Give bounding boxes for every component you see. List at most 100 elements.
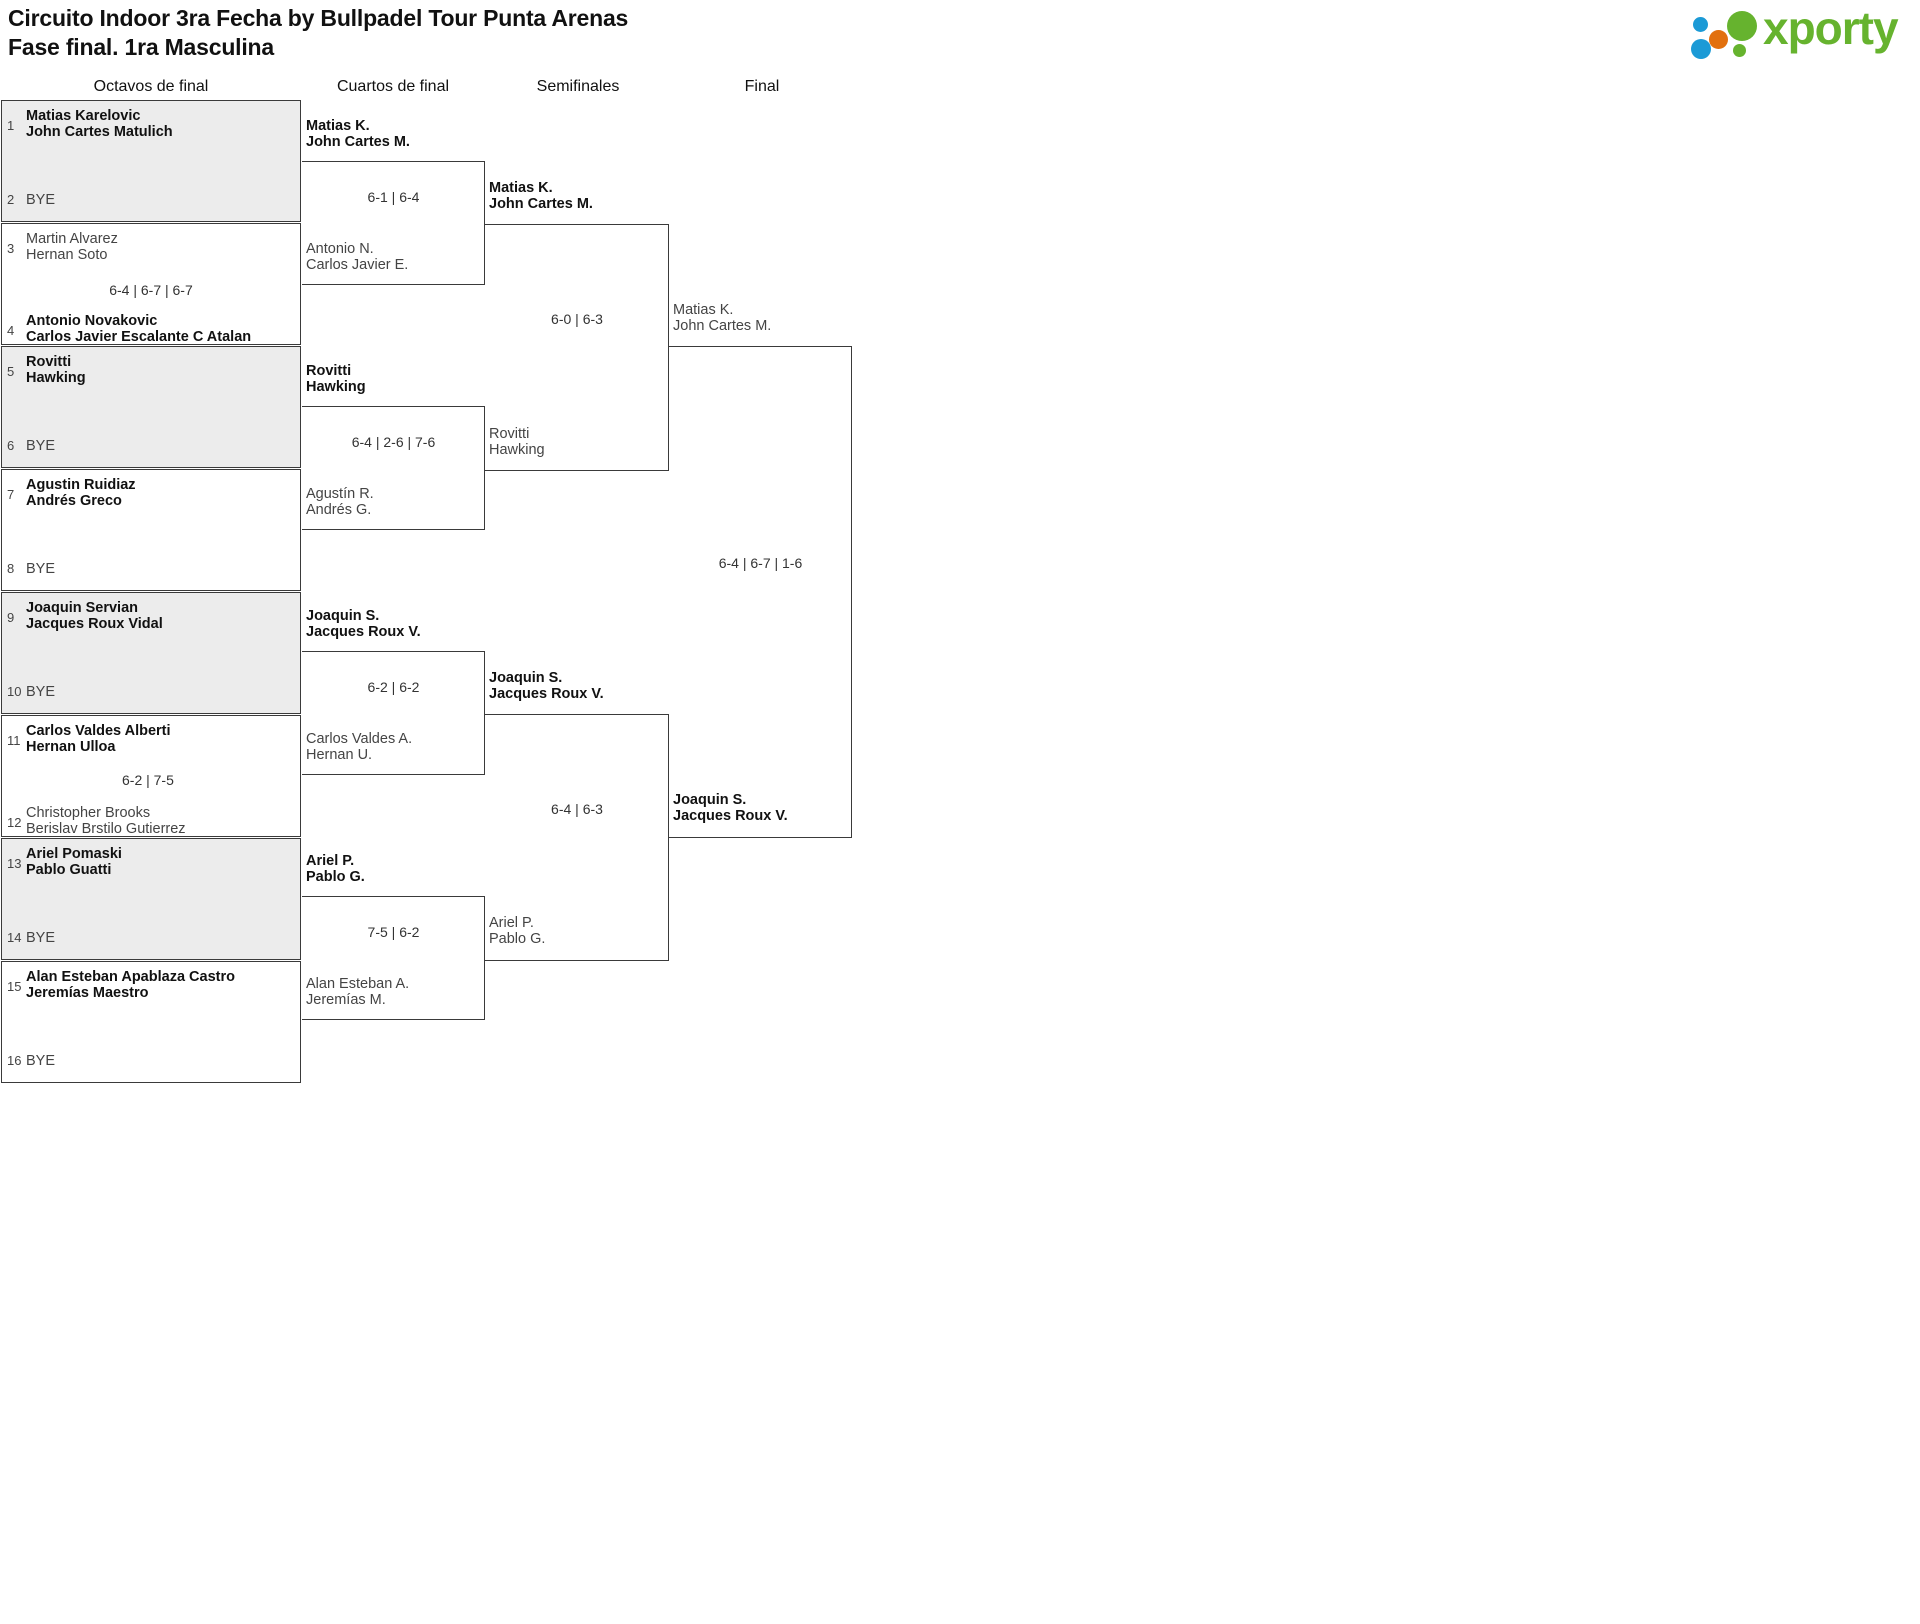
- r2-match-4-bottom-team: Alan Esteban A. Jeremías M.: [306, 976, 410, 1008]
- team-names: Rovitti Hawking: [26, 354, 86, 386]
- r3-match-1-connector: [485, 224, 669, 471]
- team-names: Joaquin Servian Jacques Roux Vidal: [26, 600, 163, 632]
- r1-match-4[interactable]: 7 Agustin Ruidiaz Andrés Greco 8 BYE: [1, 469, 301, 591]
- r4-match-1-top-team: Matias K. John Cartes M.: [673, 302, 772, 334]
- r1-match-6-score: 6-2 | 7-5: [122, 772, 174, 788]
- team-names: Martin Alvarez Hernan Soto: [26, 231, 118, 263]
- r2-match-4-score: 7-5 | 6-2: [367, 924, 420, 940]
- r1-match-6[interactable]: 11 Carlos Valdes Alberti Hernan Ulloa 6-…: [1, 715, 301, 837]
- r1-match-2-score: 6-4 | 6-7 | 6-7: [109, 282, 193, 298]
- r1-match-2-top-slot[interactable]: 3 Martin Alvarez Hernan Soto: [2, 230, 300, 270]
- team-names: Matias Karelovic John Cartes Matulich: [26, 108, 173, 140]
- team-names: Antonio Novakovic Carlos Javier Escalant…: [26, 313, 252, 345]
- r2-match-1-bottom-team: Antonio N. Carlos Javier E.: [306, 241, 409, 273]
- r3-match-2-score: 6-4 | 6-3: [551, 801, 603, 817]
- seed-number: 3: [7, 241, 15, 256]
- r1-match-8[interactable]: 15 Alan Esteban Apablaza Castro Jeremías…: [1, 961, 301, 1083]
- r3-match-2-top-team: Joaquin S. Jacques Roux V.: [489, 670, 604, 702]
- seed-number: 13: [7, 856, 22, 871]
- r1-match-4-bottom-slot[interactable]: 8 BYE: [2, 550, 300, 590]
- seed-number: 1: [7, 118, 15, 133]
- logo-dot-blue-small-icon: [1693, 17, 1708, 32]
- r1-match-2[interactable]: 3 Martin Alvarez Hernan Soto 6-4 | 6-7 |…: [1, 223, 301, 345]
- xporty-logo: xporty: [1683, 2, 1908, 59]
- team-names: Christopher Brooks Berislav Brstilo Guti…: [26, 805, 186, 837]
- r1-match-1-top-slot[interactable]: 1 Matias Karelovic John Cartes Matulich: [2, 107, 300, 147]
- logo-dot-green-large-icon: [1727, 11, 1757, 41]
- r2-match-1-connector: [302, 161, 485, 285]
- r2-match-3-top-team: Joaquin S. Jacques Roux V.: [306, 608, 421, 640]
- r3-match-2-bottom-team: Ariel P. Pablo G.: [489, 915, 546, 947]
- seed-number: 5: [7, 364, 15, 379]
- r1-match-7-top-slot[interactable]: 13 Ariel Pomaski Pablo Guatti: [2, 845, 300, 885]
- r1-match-8-top-slot[interactable]: 15 Alan Esteban Apablaza Castro Jeremías…: [2, 968, 300, 1008]
- logo-dot-blue-large-icon: [1691, 39, 1711, 59]
- seed-number: 10: [7, 684, 22, 699]
- r2-match-2-top-team: Rovitti Hawking: [306, 363, 366, 395]
- page-title-line-2: Fase final. 1ra Masculina: [8, 34, 275, 61]
- logo-wordmark: xporty: [1763, 2, 1899, 54]
- r2-match-1-top-team: Matias K. John Cartes M.: [306, 118, 410, 150]
- round-heading-final: Final: [744, 78, 780, 95]
- r3-match-2-connector: [485, 714, 669, 961]
- r2-match-2-connector: [302, 406, 485, 530]
- r2-match-2-bottom-team: Agustín R. Andrés G.: [306, 486, 374, 518]
- r2-match-1-score: 6-1 | 6-4: [367, 189, 420, 205]
- seed-number: 7: [7, 487, 15, 502]
- r1-match-5[interactable]: 9 Joaquin Servian Jacques Roux Vidal 10 …: [1, 592, 301, 714]
- r1-match-3-top-slot[interactable]: 5 Rovitti Hawking: [2, 353, 300, 393]
- r3-match-1-bottom-team: Rovitti Hawking: [489, 426, 545, 458]
- r2-match-3-connector: [302, 651, 485, 775]
- seed-number: 15: [7, 979, 22, 994]
- page-title-line-1: Circuito Indoor 3ra Fecha by Bullpadel T…: [8, 5, 629, 31]
- logo-dot-orange-icon: [1709, 30, 1728, 49]
- bye-label: BYE: [26, 192, 56, 208]
- seed-number: 11: [7, 733, 21, 748]
- r1-match-1[interactable]: 1 Matias Karelovic John Cartes Matulich …: [1, 100, 301, 222]
- r3-match-1-top-team: Matias K. John Cartes M.: [489, 180, 593, 212]
- r2-match-3-score: 6-2 | 6-2: [367, 679, 420, 695]
- r4-match-1-connector: [669, 346, 852, 838]
- r1-match-1-bottom-slot[interactable]: 2 BYE: [2, 181, 300, 221]
- r1-match-8-bottom-slot[interactable]: 16 BYE: [2, 1042, 300, 1082]
- round-heading-semifinales: Semifinales: [536, 78, 620, 95]
- r1-match-4-top-slot[interactable]: 7 Agustin Ruidiaz Andrés Greco: [2, 476, 300, 516]
- seed-number: 4: [7, 323, 15, 338]
- r1-match-5-bottom-slot[interactable]: 10 BYE: [2, 673, 300, 713]
- r1-match-3[interactable]: 5 Rovitti Hawking 6 BYE: [1, 346, 301, 468]
- team-names: Alan Esteban Apablaza Castro Jeremías Ma…: [26, 969, 235, 1001]
- r2-match-4-connector: [302, 896, 485, 1020]
- page-title: Circuito Indoor 3ra Fecha by Bullpadel T…: [8, 4, 628, 63]
- r1-match-2-bottom-slot[interactable]: 4 Antonio Novakovic Carlos Javier Escala…: [2, 312, 300, 352]
- seed-number: 9: [7, 610, 15, 625]
- bye-label: BYE: [26, 1053, 56, 1069]
- team-names: Agustin Ruidiaz Andrés Greco: [26, 477, 136, 509]
- seed-number: 6: [7, 438, 15, 453]
- team-names: Carlos Valdes Alberti Hernan Ulloa: [26, 723, 171, 755]
- bye-label: BYE: [26, 684, 56, 700]
- seed-number: 12: [7, 815, 22, 830]
- team-names: Ariel Pomaski Pablo Guatti: [26, 846, 122, 878]
- r1-match-7[interactable]: 13 Ariel Pomaski Pablo Guatti 14 BYE: [1, 838, 301, 960]
- seed-number: 14: [7, 930, 22, 945]
- round-heading-octavos: Octavos de final: [93, 78, 209, 95]
- round-heading-cuartos: Cuartos de final: [336, 78, 450, 95]
- bye-label: BYE: [26, 930, 56, 946]
- seed-number: 8: [7, 561, 15, 576]
- seed-number: 2: [7, 192, 15, 207]
- r2-match-3-bottom-team: Carlos Valdes A. Hernan U.: [306, 731, 413, 763]
- r1-match-3-bottom-slot[interactable]: 6 BYE: [2, 427, 300, 467]
- r2-match-2-score: 6-4 | 2-6 | 7-6: [351, 434, 436, 450]
- r1-match-7-bottom-slot[interactable]: 14 BYE: [2, 919, 300, 959]
- r2-match-4-top-team: Ariel P. Pablo G.: [306, 853, 365, 885]
- seed-number: 16: [7, 1053, 22, 1068]
- bye-label: BYE: [26, 561, 56, 577]
- r1-match-6-bottom-slot[interactable]: 12 Christopher Brooks Berislav Brstilo G…: [2, 804, 300, 844]
- r4-match-1-score: 6-4 | 6-7 | 1-6: [718, 555, 803, 571]
- bye-label: BYE: [26, 438, 56, 454]
- r3-match-1-score: 6-0 | 6-3: [551, 311, 603, 327]
- r1-match-6-top-slot[interactable]: 11 Carlos Valdes Alberti Hernan Ulloa: [2, 722, 300, 762]
- r4-match-1-bottom-team: Joaquin S. Jacques Roux V.: [673, 792, 788, 824]
- logo-dot-green-small-icon: [1733, 44, 1746, 57]
- r1-match-5-top-slot[interactable]: 9 Joaquin Servian Jacques Roux Vidal: [2, 599, 300, 639]
